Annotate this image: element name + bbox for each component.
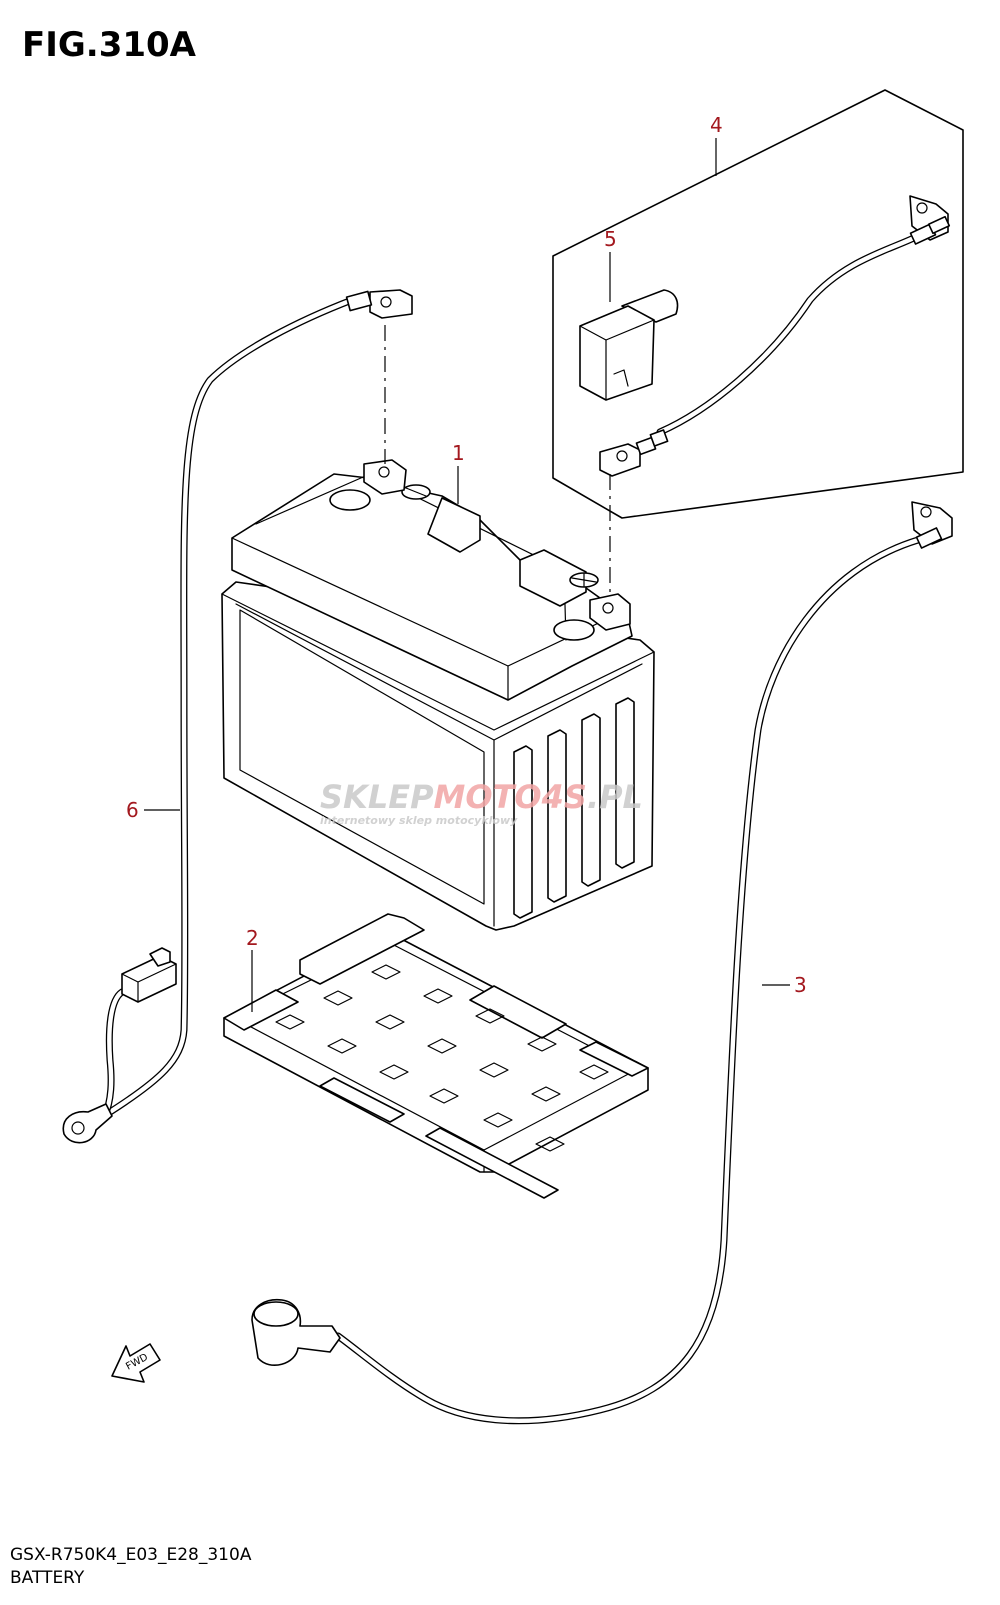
figure-title: FIG.310A — [22, 25, 197, 65]
watermark-part-4: .PL — [587, 778, 643, 816]
callout-6: 6 — [126, 798, 139, 822]
terminal-cap-illustration — [579, 289, 679, 401]
callout-3: 3 — [794, 973, 807, 997]
watermark-part-3: 4S — [541, 778, 587, 816]
section-name: BATTERY — [10, 1568, 85, 1588]
minus-cable-illustration — [251, 501, 953, 1425]
watermark-tagline: internetowy sklep motocyklowy — [320, 814, 518, 827]
watermark-part-2: MOTO — [434, 778, 542, 816]
battery-illustration — [221, 459, 655, 931]
cable-set-illustration — [552, 89, 964, 519]
model-code: GSX-R750K4_E03_E28_310A — [10, 1545, 252, 1565]
callout-4: 4 — [710, 113, 723, 137]
battery-tray-illustration — [223, 913, 649, 1199]
watermark-part-1: SKLEP — [320, 778, 434, 816]
callout-1: 1 — [452, 441, 465, 465]
callout-5: 5 — [604, 227, 617, 251]
fwd-arrow: FWD — [111, 1343, 161, 1383]
callout-2: 2 — [246, 926, 259, 950]
watermark: SKLEPMOTO4S.PL internetowy sklep motocyk… — [320, 778, 643, 827]
watermark-text: SKLEPMOTO4S.PL — [320, 778, 643, 816]
harness-illustration — [62, 289, 413, 1144]
